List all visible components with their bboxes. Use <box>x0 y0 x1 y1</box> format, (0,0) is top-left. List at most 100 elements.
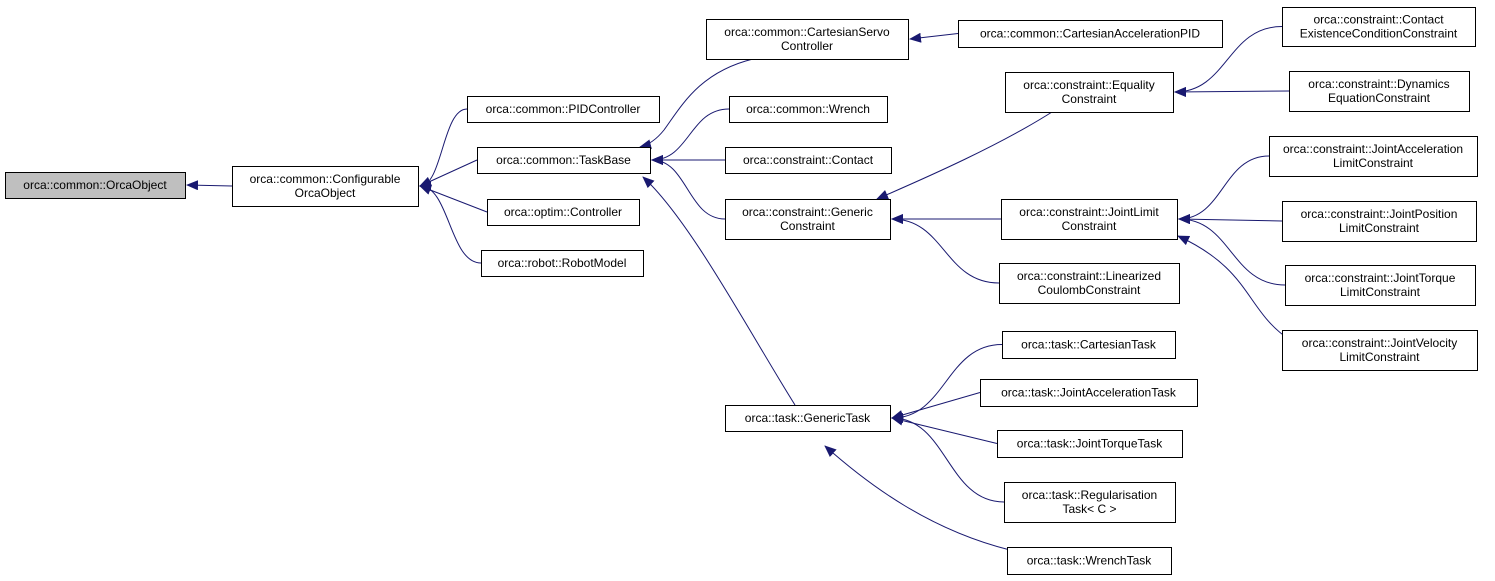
node-label: Controller <box>781 39 833 53</box>
node-label: orca::constraint::Contact <box>1313 13 1444 27</box>
edge-joint-velocity-limit-to-joint-limit-constraint <box>1177 235 1291 341</box>
node-optim-controller[interactable]: orca::optim::Controller <box>487 199 640 226</box>
node-box <box>725 147 892 174</box>
node-label: orca::constraint::Generic <box>742 205 873 219</box>
node-box <box>958 20 1223 48</box>
nodes-layer: orca::common::OrcaObject orca::common::Co… <box>5 7 1478 575</box>
node-label: orca::task::CartesianTask <box>1021 338 1157 352</box>
node-box <box>467 96 660 123</box>
node-contact-existence[interactable]: orca::constraint::ContactExistenceCondit… <box>1282 7 1476 47</box>
node-label: CoulombConstraint <box>1038 283 1141 297</box>
node-joint-velocity-limit[interactable]: orca::constraint::JointVelocityLimitCons… <box>1282 330 1478 371</box>
node-label: orca::constraint::JointTorque <box>1305 271 1456 285</box>
node-box <box>477 147 651 174</box>
node-label: orca::task::WrenchTask <box>1027 554 1152 568</box>
edge-task-base-to-configurable <box>419 159 478 187</box>
edge-cartesian-accel-pid-to-cartesian-servo <box>909 32 959 43</box>
node-label: Task< C > <box>1062 502 1116 516</box>
node-label: orca::common::CartesianServo <box>724 25 890 39</box>
node-box <box>729 96 888 123</box>
node-box <box>1282 330 1478 371</box>
node-contact[interactable]: orca::constraint::Contact <box>725 147 892 174</box>
node-box <box>481 250 644 277</box>
node-label: orca::task::GenericTask <box>745 411 871 425</box>
edge-joint-accel-limit-to-joint-limit-constraint <box>1178 155 1270 224</box>
edge-robot-model-to-configurable <box>419 181 482 264</box>
node-label: orca::robot::RobotModel <box>498 256 627 270</box>
node-label: Constraint <box>1062 219 1117 233</box>
node-joint-accel-task[interactable]: orca::task::JointAccelerationTask <box>980 379 1198 407</box>
node-box <box>487 199 640 226</box>
edge-wrench-to-task-base <box>651 108 730 165</box>
node-wrench[interactable]: orca::common::Wrench <box>729 96 888 123</box>
node-box <box>232 166 419 207</box>
node-task-base[interactable]: orca::common::TaskBase <box>477 147 651 174</box>
node-box <box>1282 7 1476 47</box>
edge-joint-torque-limit-to-joint-limit-constraint <box>1178 214 1286 286</box>
node-box <box>1004 482 1176 523</box>
node-label: orca::optim::Controller <box>504 205 622 219</box>
edge-cartesian-task-to-generic-task <box>891 344 1003 423</box>
node-box <box>1289 71 1470 112</box>
node-label: OrcaObject <box>295 186 356 200</box>
node-label: Constraint <box>1062 92 1117 106</box>
node-joint-position-limit[interactable]: orca::constraint::JointPositionLimitCons… <box>1282 201 1477 242</box>
edge-linearized-coulomb-to-generic-constraint <box>891 214 1000 284</box>
node-box <box>1282 201 1477 242</box>
node-dynamics-equation[interactable]: orca::constraint::DynamicsEquationConstr… <box>1289 71 1470 112</box>
edges-layer <box>186 26 1291 551</box>
node-label: LimitConstraint <box>1339 350 1420 364</box>
node-joint-torque-limit[interactable]: orca::constraint::JointTorqueLimitConstr… <box>1285 265 1476 306</box>
node-label: orca::common::Configurable <box>250 172 401 186</box>
node-linearized-coulomb[interactable]: orca::constraint::LinearizedCoulombConst… <box>999 263 1180 304</box>
node-label: LimitConstraint <box>1340 285 1421 299</box>
node-orca-object[interactable]: orca::common::OrcaObject <box>5 172 186 199</box>
node-label: Constraint <box>780 219 835 233</box>
node-robot-model[interactable]: orca::robot::RobotModel <box>481 250 644 277</box>
node-box <box>1005 72 1174 113</box>
node-box <box>5 172 186 199</box>
edge-joint-position-limit-to-joint-limit-constraint <box>1178 214 1283 225</box>
node-label: orca::common::TaskBase <box>496 153 631 167</box>
node-joint-torque-task[interactable]: orca::task::JointTorqueTask <box>997 430 1183 458</box>
node-box <box>706 19 909 60</box>
node-label: orca::constraint::Contact <box>743 153 874 167</box>
node-label: orca::task::JointTorqueTask <box>1017 437 1163 451</box>
node-box <box>1002 331 1176 359</box>
node-box <box>725 405 891 432</box>
node-label: orca::task::JointAccelerationTask <box>1001 386 1177 400</box>
node-label: orca::common::CartesianAccelerationPID <box>980 27 1200 41</box>
node-label: orca::constraint::Dynamics <box>1308 77 1449 91</box>
node-box <box>980 379 1198 407</box>
node-generic-task[interactable]: orca::task::GenericTask <box>725 405 891 432</box>
edge-configurable-to-orca-object <box>186 180 233 191</box>
node-box <box>999 263 1180 304</box>
node-label: orca::constraint::JointAcceleration <box>1283 142 1463 156</box>
node-wrench-task[interactable]: orca::task::WrenchTask <box>1007 547 1172 575</box>
node-label: ExistenceConditionConstraint <box>1300 27 1458 41</box>
edge-cartesian-servo-to-task-base <box>639 58 754 150</box>
edge-regularisation-task-to-generic-task <box>891 413 1005 503</box>
edge-joint-torque-task-to-generic-task <box>891 415 998 444</box>
node-cartesian-accel-pid[interactable]: orca::common::CartesianAccelerationPID <box>958 20 1223 48</box>
edge-pid-controller-to-configurable <box>419 108 468 191</box>
edge-generic-constraint-to-task-base <box>651 155 726 220</box>
node-label: orca::common::OrcaObject <box>23 178 167 192</box>
node-label: LimitConstraint <box>1339 221 1420 235</box>
node-pid-controller[interactable]: orca::common::PIDController <box>467 96 660 123</box>
node-joint-accel-limit[interactable]: orca::constraint::JointAccelerationLimit… <box>1269 136 1478 177</box>
node-label: LimitConstraint <box>1333 156 1414 170</box>
node-cartesian-task[interactable]: orca::task::CartesianTask <box>1002 331 1176 359</box>
node-label: orca::common::PIDController <box>486 102 641 116</box>
edge-equality-constraint-to-generic-constraint <box>876 111 1053 200</box>
node-box <box>1001 199 1178 240</box>
node-label: orca::common::Wrench <box>746 102 870 116</box>
node-label: EquationConstraint <box>1328 91 1431 105</box>
